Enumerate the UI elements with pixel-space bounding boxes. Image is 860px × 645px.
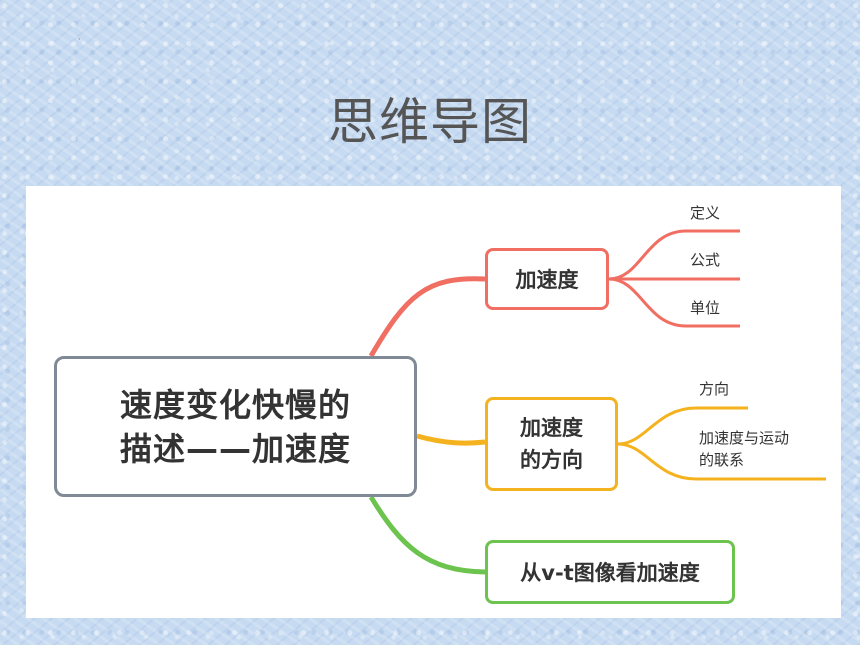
leaf-formula: 公式: [690, 251, 721, 269]
connector-to-unit: [608, 277, 740, 328]
connector-to-definition: [608, 229, 740, 281]
connector-to-motion-relation: [617, 442, 826, 481]
leaf-motion-relation-line-2: 的联系: [699, 451, 745, 469]
connector-root-to-direction: [416, 433, 486, 446]
mindmap-connectors: [368, 229, 826, 575]
connector-root-to-acceleration: [368, 276, 486, 358]
leaf-motion-relation-line-1: 加速度与运动: [699, 429, 790, 447]
root-line-1: 速度变化快慢的: [119, 385, 351, 424]
dot-mark: ·: [78, 35, 81, 44]
branch-acceleration-label: 加速度: [515, 268, 579, 292]
slide-title: 思维导图: [328, 93, 532, 151]
branch-acceleration-direction: 加速度 的方向: [485, 397, 618, 491]
branch-vt-graph-label: 从v-t图像看加速度: [520, 561, 700, 585]
branch-direction-line-2: 的方向: [520, 448, 583, 472]
leaf-definition: 定义: [690, 204, 721, 222]
branch-acceleration: 加速度: [485, 248, 609, 310]
mindmap-panel: 速度变化快慢的 描述——加速度 加速度 定义 公式 单位 加速度 的方向 方向 …: [26, 186, 841, 618]
leaf-direction: 方向: [699, 380, 730, 398]
connector-to-direction-leaf: [617, 406, 748, 446]
leaf-unit: 单位: [690, 299, 721, 317]
branch-direction-line-1: 加速度: [520, 416, 583, 440]
connector-root-to-vt-graph: [368, 495, 486, 575]
branch-vt-graph: 从v-t图像看加速度: [485, 540, 735, 604]
root-line-2: 描述——加速度: [119, 429, 351, 468]
root-node: 速度变化快慢的 描述——加速度: [54, 356, 417, 497]
